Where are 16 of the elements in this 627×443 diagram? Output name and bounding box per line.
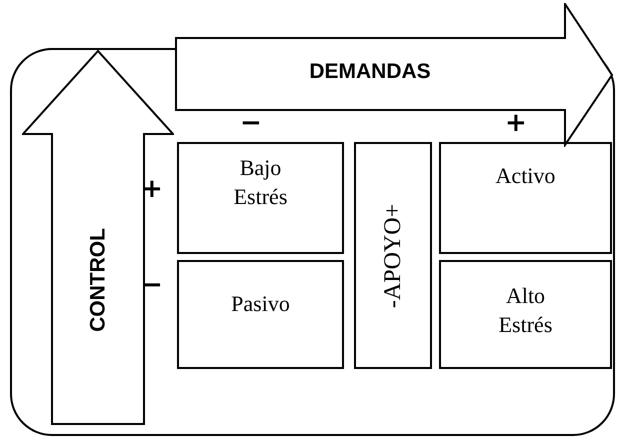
sign-label: − [240,110,262,136]
quadrant-panel [177,142,344,254]
quadrant-panel [439,260,612,369]
quadrant-panel [439,142,612,254]
sign-label: + [141,176,163,202]
quadrant-label: Bajo Estrés [232,154,288,211]
support-label: -APOYO+ [381,203,405,308]
sign-label: + [505,110,527,136]
support-panel [354,142,432,369]
quadrant-label: Alto Estrés [498,282,554,339]
rounded-frame [10,48,615,436]
arrow-label: DEMANDAS [308,61,432,82]
arrow-label: CONTROL [88,228,108,332]
quadrant-label: Pasivo [231,290,290,318]
quadrant-panel [177,260,344,369]
quadrant-label: Activo [496,162,556,190]
